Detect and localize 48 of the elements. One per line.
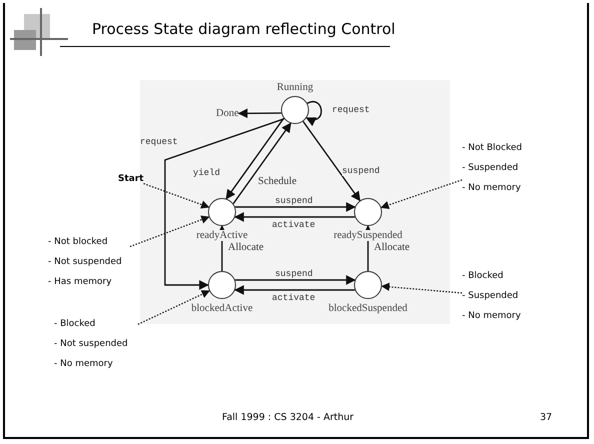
arrow — [235, 275, 356, 285]
start-label: Start — [118, 174, 144, 184]
edge-label: activate — [272, 220, 316, 230]
dotted-arrow — [381, 282, 462, 294]
arrow — [302, 121, 360, 202]
edge-label: activate — [272, 293, 316, 303]
arrow — [238, 108, 282, 118]
dotted-arrow — [380, 179, 462, 210]
arrow — [234, 285, 355, 295]
edge-label: yield — [193, 168, 220, 178]
edge-label: suspend — [342, 166, 380, 176]
page-number: 37 — [540, 412, 552, 423]
edge-label: Schedule — [258, 177, 296, 187]
footer-text: Fall 1999 : CS 3204 - Arthur — [222, 412, 354, 423]
arrow — [234, 212, 355, 222]
note-text: - No memory — [54, 358, 114, 371]
edge-label: Allocate — [374, 243, 410, 253]
dotted-arrow — [143, 183, 210, 209]
note-text: - Not suspended — [54, 338, 129, 351]
edge-label: request — [332, 105, 370, 115]
edge-label: Allocate — [228, 243, 264, 253]
edge-label: suspend — [275, 269, 313, 279]
dotted-arrow — [138, 290, 210, 325]
state-label: Running — [276, 82, 314, 93]
arrow — [306, 101, 322, 126]
note-text: - No memory — [462, 182, 522, 195]
end-label: Done — [216, 108, 239, 119]
state-label: readyActive — [196, 230, 248, 241]
state-label: blockedActive — [191, 303, 253, 314]
arrow — [164, 118, 284, 290]
note-text: - Suspended — [462, 290, 520, 303]
slide-title: Process State diagram reflecting Control — [92, 20, 396, 38]
state-label: blockedSuspended — [328, 303, 408, 314]
note-text: - No memory — [462, 310, 522, 323]
note-text: - Blocked — [54, 318, 96, 331]
note-text: - Blocked — [462, 270, 504, 283]
note-text: - Not Blocked — [462, 142, 524, 155]
edge-label: request — [140, 137, 178, 147]
dotted-arrow — [130, 216, 210, 248]
note-text: - Has memory — [48, 276, 113, 289]
arrow — [232, 122, 292, 204]
arrow — [235, 202, 356, 212]
edge-label: suspend — [275, 196, 313, 206]
note-text: - Not suspended — [48, 256, 123, 269]
note-text: - Suspended — [462, 162, 520, 175]
note-text: - Not blocked — [48, 236, 109, 249]
arrow — [226, 118, 284, 200]
state-label: readySuspended — [334, 230, 402, 241]
